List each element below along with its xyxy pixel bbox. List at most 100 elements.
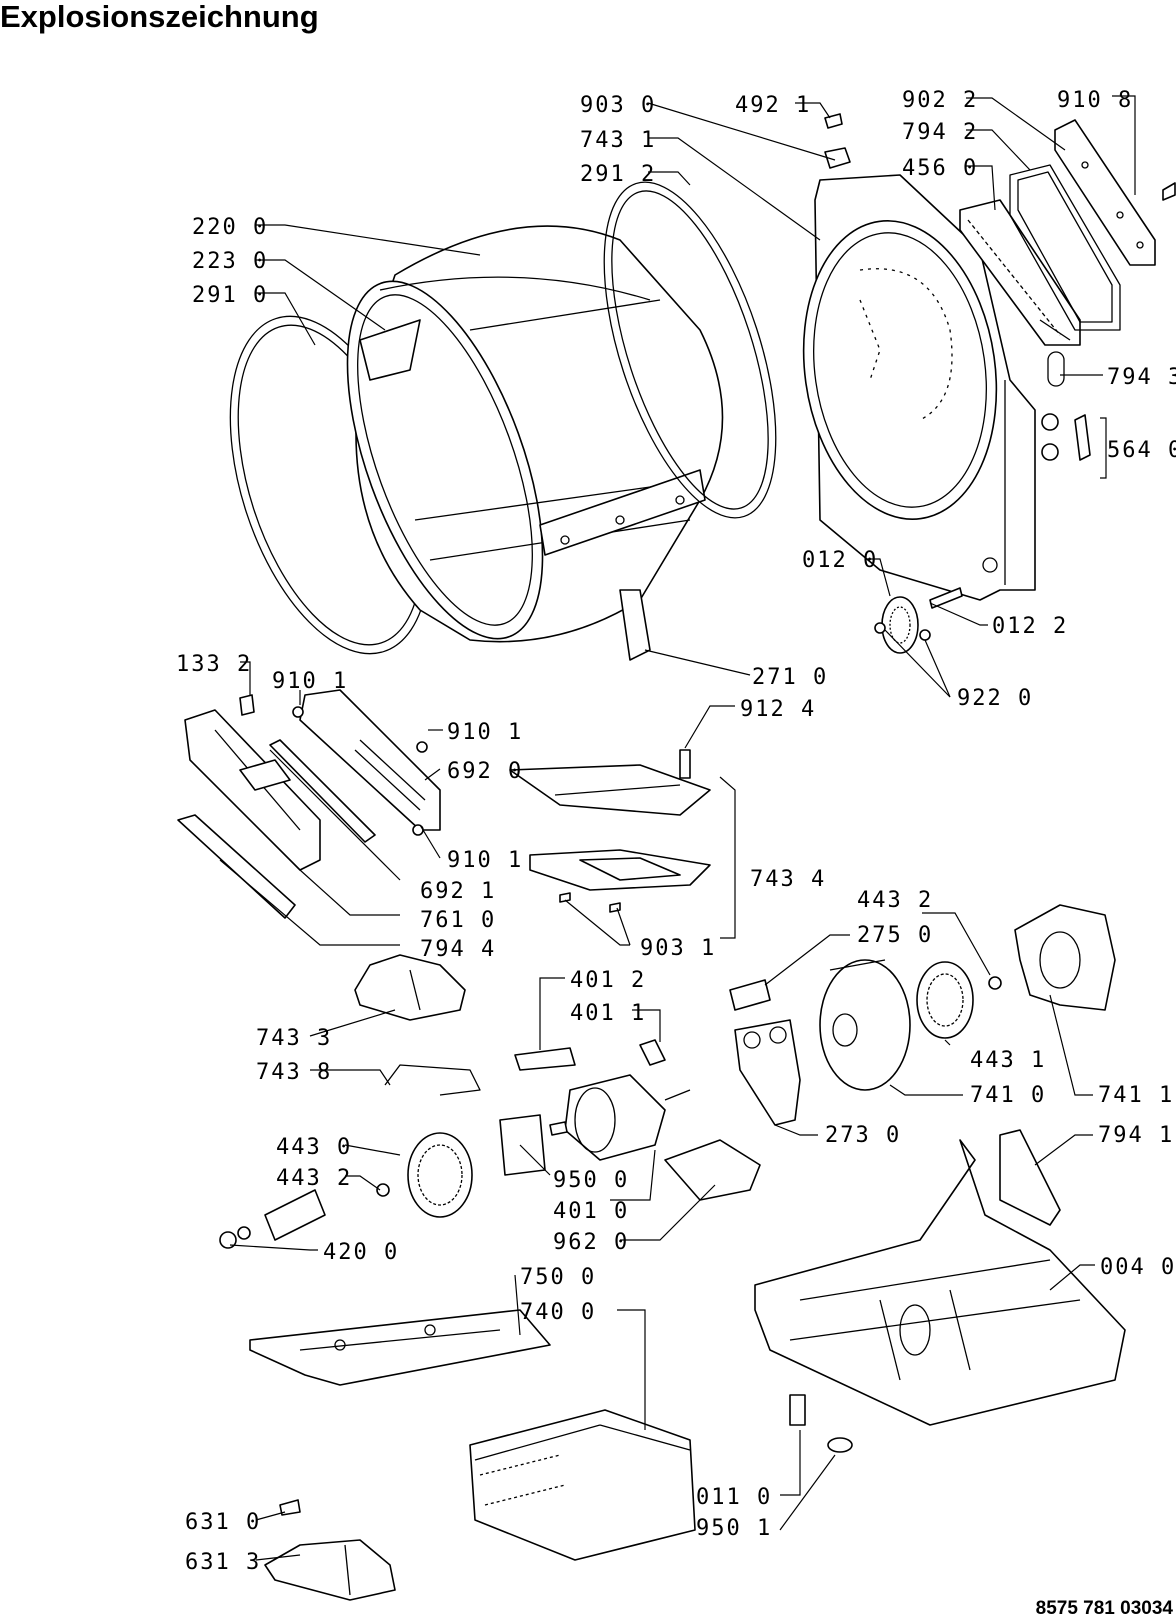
part-label: 443 0	[276, 1135, 352, 1160]
part-label: 902 2	[902, 88, 978, 113]
part-443-0-impeller	[407, 1132, 473, 1218]
part-label: 761 0	[420, 908, 496, 933]
part-492-1-clip	[824, 113, 843, 129]
part-label: 794 4	[420, 937, 496, 962]
part-456-0-filter	[959, 199, 1081, 346]
part-443-2-nut-2	[376, 1183, 390, 1197]
part-label: 443 1	[970, 1048, 1046, 1073]
part-692-0-duct	[299, 689, 441, 831]
part-label: 456 0	[902, 156, 978, 181]
part-794-2-seal	[1009, 164, 1121, 331]
part-label: 741 0	[970, 1083, 1046, 1108]
part-label: 220 0	[192, 215, 268, 240]
part-label: 740 0	[520, 1300, 596, 1325]
part-label: 004 0	[1100, 1255, 1176, 1280]
part-902-2-plate	[1054, 119, 1156, 266]
part-label: 922 0	[957, 686, 1033, 711]
part-011-0-foot	[789, 1394, 806, 1426]
part-label: 291 0	[192, 283, 268, 308]
part-label: 912 4	[740, 697, 816, 722]
part-label: 273 0	[825, 1123, 901, 1148]
part-950-1-pad	[827, 1437, 853, 1453]
part-275-0-spring	[729, 979, 771, 1011]
part-label: 743 8	[256, 1060, 332, 1085]
part-740-0-condenser	[469, 1409, 696, 1561]
part-label: 271 0	[752, 665, 828, 690]
part-label: 011 0	[696, 1485, 772, 1510]
part-743-3-bracket	[354, 954, 466, 1021]
part-912-4-screw	[679, 749, 691, 779]
part-564-0-hinge	[1041, 413, 1091, 461]
part-910-1-screw-2	[416, 741, 428, 753]
part-label: 794 1	[1098, 1123, 1174, 1148]
part-950-0-pad	[499, 1114, 546, 1176]
part-label: 950 0	[553, 1168, 629, 1193]
part-label: 750 0	[520, 1265, 596, 1290]
part-label: 443 2	[857, 888, 933, 913]
part-743-4-plate	[509, 764, 711, 891]
part-291-2-gasket	[603, 181, 777, 519]
part-label: 692 0	[447, 759, 523, 784]
part-label: 631 0	[185, 1510, 261, 1535]
part-label: 133 2	[176, 652, 252, 677]
part-910-8-screw	[1162, 182, 1176, 201]
part-label: 794 3	[1107, 365, 1176, 390]
part-label: 962 0	[553, 1230, 629, 1255]
part-label: 492 1	[735, 93, 811, 118]
part-label: 401 0	[553, 1199, 629, 1224]
diagram-title: Explosionszeichnung	[0, 0, 319, 34]
part-631-3-housing	[264, 1539, 396, 1601]
part-label: 223 0	[192, 249, 268, 274]
leader-lines	[219, 95, 1136, 1561]
part-692-1-strip	[269, 739, 376, 843]
part-label: 743 3	[256, 1026, 332, 1051]
part-label: 950 1	[696, 1516, 772, 1541]
part-label: 631 3	[185, 1550, 261, 1575]
part-label: 743 4	[750, 867, 826, 892]
part-label: 794 2	[902, 120, 978, 145]
part-label: 291 2	[580, 162, 656, 187]
part-label: 741 1	[1098, 1083, 1174, 1108]
part-903-1-clip	[559, 892, 571, 903]
part-220-0-drum	[346, 225, 724, 661]
part-794-3-gasket	[1047, 351, 1065, 387]
part-label: 903 0	[580, 93, 656, 118]
part-label: 401 1	[570, 1001, 646, 1026]
part-label: 012 0	[802, 548, 878, 573]
part-903-0-clip	[824, 147, 851, 169]
part-label: 910 1	[447, 720, 523, 745]
part-922-0-ring-2	[919, 629, 931, 641]
part-label: 401 2	[570, 968, 646, 993]
part-label: 275 0	[857, 923, 933, 948]
part-label: 420 0	[323, 1240, 399, 1265]
part-401-0-motor	[549, 1074, 691, 1161]
part-label: 692 1	[420, 879, 496, 904]
part-420-0-capacitor	[219, 1189, 326, 1249]
part-133-2-clip	[239, 694, 255, 716]
part-761-0-filter-housing	[184, 709, 321, 871]
part-label: 903 1	[640, 936, 716, 961]
part-743-1-rear-panel	[802, 174, 1036, 601]
part-962-0-cover	[664, 1139, 761, 1201]
part-004-0-base	[754, 1139, 1126, 1426]
part-label: 012 2	[992, 614, 1068, 639]
part-label: 910 1	[272, 669, 348, 694]
part-label: 910 8	[1057, 88, 1133, 113]
part-label: 743 1	[580, 128, 656, 153]
part-drawings	[177, 113, 1176, 1601]
part-750-0-plate	[249, 1309, 551, 1386]
part-922-0-ring	[874, 622, 886, 634]
part-443-2-nut	[988, 976, 1002, 990]
part-741-1-housing	[1014, 904, 1116, 1011]
part-number-labels: 903 0 492 1 902 2 910 8 743 1 794 2 291 …	[176, 88, 1176, 1575]
part-794-1-seal	[999, 1129, 1061, 1226]
part-012-2-shaft	[929, 587, 963, 609]
part-741-0-fan-housing	[819, 959, 911, 1091]
part-631-0-clip	[279, 1499, 301, 1516]
part-443-1-impeller	[916, 961, 974, 1039]
part-401-1-bracket	[639, 1039, 666, 1066]
part-label: 564 0	[1107, 438, 1176, 463]
part-401-2-bracket	[514, 1047, 576, 1071]
part-910-1-screw	[292, 706, 304, 718]
